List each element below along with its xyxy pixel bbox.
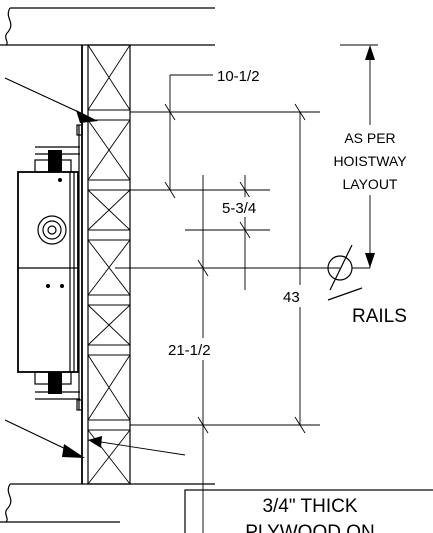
plywood-callout: 3/4" THICK PLYWOOD ON [87,436,433,533]
top-floor-slab [0,7,215,46]
controller-assembly [17,124,83,411]
dimension-21-1-2-label: 21-1/2 [168,342,211,359]
plywood-line-1: 3/4" THICK [262,496,357,517]
leader-arrows [4,77,98,458]
wood-blocking-column [87,44,131,485]
note-line-1: AS PER [344,130,395,146]
note-line-2: HOISTWAY [333,153,407,169]
note-line-3: LAYOUT [343,176,398,192]
dimension-43-label: 43 [283,289,300,306]
dimension-5-3-4-label: 5-3/4 [222,200,256,217]
top-rail-clip-icon [48,150,62,172]
pulley-icon [37,215,67,245]
bottom-rail-clip-icon [48,372,62,394]
bottom-floor-slab [0,483,215,523]
plywood-line-2: PLYWOOD ON [245,522,375,533]
rail-centerline-icon [327,244,370,301]
rails-label: RAILS [352,306,407,327]
dimension-10-1-2-label: 10-1/2 [217,68,260,85]
dimension-lines [115,44,378,533]
